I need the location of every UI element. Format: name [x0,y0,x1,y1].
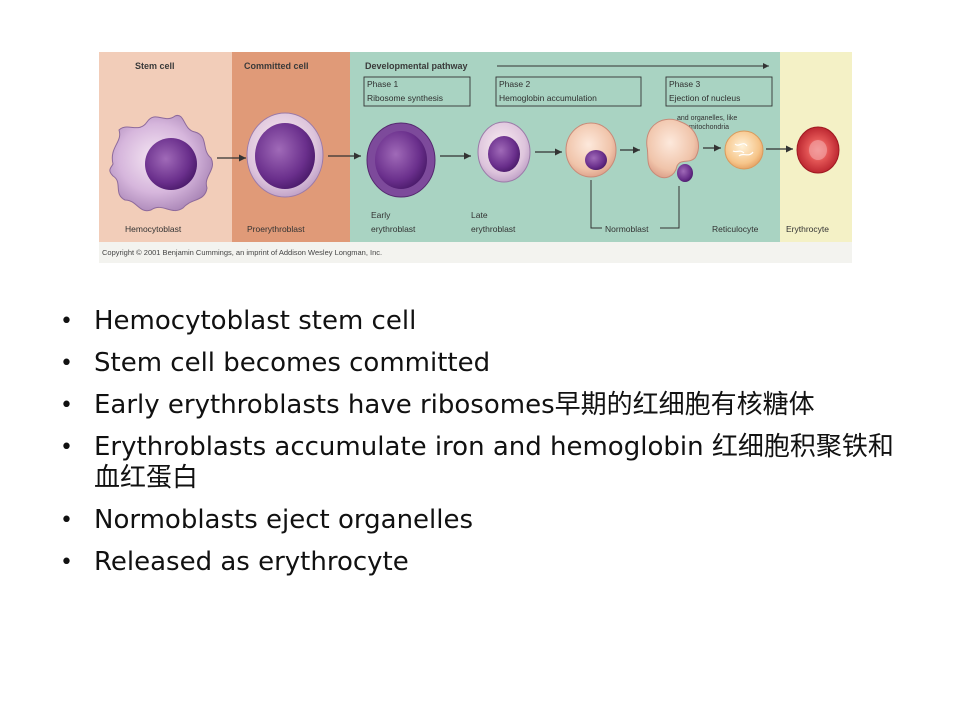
hemocytoblast-cell [109,114,213,212]
bullet-dot: • [60,435,73,460]
bullet-text: Hemocytoblast stem cell [94,306,417,336]
erythropoiesis-diagram: Stem cell Committed cell Developmental p… [99,52,852,263]
bullet-dot: • [60,508,73,533]
erythrocyte-cell [796,126,840,174]
phase-1-title: Phase 1 [367,79,398,89]
phase-3-box [665,76,773,107]
phase-2-title: Phase 2 [499,79,530,89]
bullet-dot: • [60,550,73,575]
bullet-dot: • [60,393,73,418]
label-late-line-2: erythroblast [471,224,516,234]
label-erythrocyte: Erythrocyte [786,224,829,234]
bullet-item: • Released as erythrocyte [60,547,910,578]
early-erythroblast-cell [366,122,436,198]
bullet-text: Released as erythrocyte [94,547,409,577]
bullet-dot: • [60,351,73,376]
erythropoiesis-figure: Stem cell Committed cell Developmental p… [99,52,852,263]
label-reticulocyte: Reticulocyte [712,224,759,234]
bullet-item: • Stem cell becomes committed [60,348,910,379]
normoblast-cell-2 [646,118,699,182]
header-stem-cell: Stem cell [135,61,175,71]
bullet-item: • Hemocytoblast stem cell [60,306,910,337]
bullet-item: • Erythroblasts accumulate iron and hemog… [60,432,910,494]
label-late-line-1: Late [471,210,488,220]
bullet-item: • Normoblasts eject organelles [60,505,910,536]
label-proerythroblast: Proerythroblast [247,224,305,234]
label-normoblast: Normoblast [605,224,649,234]
bullet-text: Early erythroblasts have ribosomes早期的红细胞… [94,390,815,420]
copyright-strip [99,242,852,263]
proerythroblast-cell [246,112,324,198]
label-early-line-1: Early [371,210,391,220]
phase-1-box [363,76,471,107]
header-developmental-pathway: Developmental pathway [365,61,468,71]
bullet-text: Stem cell becomes committed [94,348,491,378]
reticulocyte-cell [724,130,764,170]
bullet-dot: • [60,309,73,334]
phase-3-title: Phase 3 [669,79,700,89]
phase-3-desc: Ejection of nucleus [669,93,740,103]
normoblast-label-bg [602,222,660,234]
bullet-item: • Early erythroblasts have ribosomes早期的红细… [60,390,910,421]
copyright-text: Copyright © 2001 Benjamin Cummings, an i… [102,248,382,257]
phase-2-box [495,76,642,107]
label-early-line-2: erythroblast [371,224,416,234]
phase-3-note-line-2: mitochondria [689,124,729,131]
normoblast-cell-1 [565,122,617,178]
header-committed-cell: Committed cell [244,61,309,71]
bullet-text: Erythroblasts accumulate iron and hemogl… [94,432,894,493]
label-hemocytoblast: Hemocytoblast [125,224,182,234]
bullet-text: Normoblasts eject organelles [94,505,474,535]
bullet-list: • Hemocytoblast stem cell • Stem cell beco… [60,306,910,589]
phase-3-note-line-1: and organelles, like [677,115,737,122]
phase-1-desc: Ribosome synthesis [367,93,443,103]
phase-2-desc: Hemoglobin accumulation [499,93,597,103]
late-erythroblast-cell [477,121,531,183]
